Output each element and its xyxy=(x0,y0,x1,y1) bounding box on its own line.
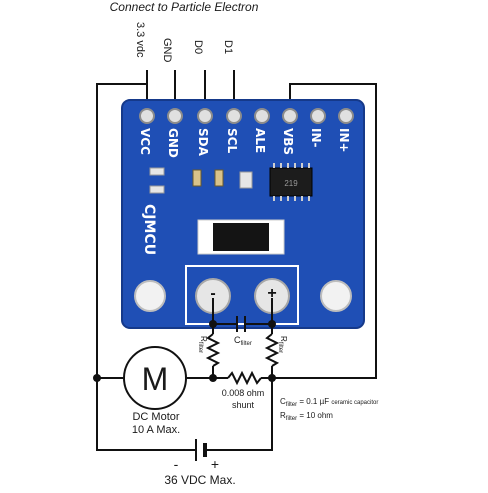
smd-resistor-1 xyxy=(149,167,165,176)
ina219-board: VCC GND SDA SCL ALE VBS IN- IN+ CJMCU xyxy=(121,99,365,329)
rfilter-left-label: Rfilter xyxy=(197,336,208,353)
smd-resistor-2 xyxy=(149,185,165,194)
battery-minus-label: - xyxy=(174,456,179,472)
silk-in-plus: IN+ xyxy=(337,128,351,153)
junction-motor-rail xyxy=(93,374,101,382)
motor-name: DC Motor xyxy=(132,411,179,423)
mounting-hole-right xyxy=(320,280,352,312)
top-wires xyxy=(96,70,377,451)
smd-components: 219 xyxy=(149,163,313,255)
rfilter-right-label: Rfilter xyxy=(277,336,288,353)
silk-gnd: GND xyxy=(166,128,180,158)
silk-sda: SDA xyxy=(196,128,210,157)
header-pin-in-plus xyxy=(338,108,354,124)
battery-plus-label: + xyxy=(211,456,219,472)
chip-leads xyxy=(273,163,310,201)
terminal-block-outline xyxy=(185,265,299,325)
terminal-minus-label: - xyxy=(210,285,215,302)
silk-vbs: VBS xyxy=(281,128,295,155)
motor-rating: 10 A Max. xyxy=(132,424,180,436)
header-pin-in-minus xyxy=(310,108,326,124)
battery-rating: 36 VDC Max. xyxy=(164,473,235,487)
silk-in-minus: IN- xyxy=(309,128,323,148)
note-resistor: Rfilter = 10 ohm xyxy=(280,411,333,422)
smd-cap-2 xyxy=(214,169,224,187)
silkscreen-labels: VCC GND SDA SCL ALE VBS IN- IN+ CJMCU xyxy=(138,128,351,255)
smd-resistor-3 xyxy=(239,171,253,189)
smd-cap-1 xyxy=(192,169,202,187)
wire-left-rail xyxy=(96,83,175,451)
header-pin-sda xyxy=(197,108,213,124)
shunt-resistor xyxy=(227,370,262,386)
silk-vcc: VCC xyxy=(138,128,152,155)
silk-ale: ALE xyxy=(253,128,267,153)
junction-cap-left xyxy=(209,320,217,328)
battery-plate-short xyxy=(203,443,207,457)
diagram-title: Connect to Particle Electron xyxy=(110,0,259,14)
header-pin-gnd xyxy=(167,108,183,124)
dc-motor: M DC Motor 10 A Max. xyxy=(123,346,187,436)
motor-symbol xyxy=(123,346,187,410)
shunt-value: 0.008 ohm xyxy=(222,388,265,398)
note-capacitor: Cfilter = 0.1 µF ceramic capacitor xyxy=(280,397,378,408)
pin-label-d0: D0 xyxy=(192,40,204,54)
wire-vbus-rail xyxy=(276,83,377,379)
header-pin-scl xyxy=(226,108,242,124)
wire-battery-plus xyxy=(212,378,273,451)
header-pin-vbs xyxy=(282,108,298,124)
ina219-chip xyxy=(269,167,313,197)
top-pin-labels: 3.3 vdc GND D0 D1 xyxy=(134,22,234,63)
pin-label-gnd: GND xyxy=(161,38,173,63)
junction-dots xyxy=(93,320,276,382)
battery: - + 36 VDC Max. xyxy=(164,439,236,487)
silk-scl: SCL xyxy=(225,128,239,153)
header-pin-vcc xyxy=(139,108,155,124)
pin-label-d1: D1 xyxy=(222,40,234,54)
pin-label-3v3: 3.3 vdc xyxy=(134,22,146,58)
board-shunt-element xyxy=(213,223,269,251)
chip-marking: 219 xyxy=(284,179,298,188)
junction-shunt-right xyxy=(268,374,276,382)
cap-filter-label: Cfilter xyxy=(234,335,252,347)
motor-letter: M xyxy=(142,361,169,397)
pcb-body xyxy=(121,99,365,329)
resistor-filter-right xyxy=(264,333,280,367)
header-pins xyxy=(139,108,354,124)
shunt-label: shunt xyxy=(232,400,255,410)
resistor-filter-left xyxy=(205,333,221,367)
mounting-hole-left xyxy=(134,280,166,312)
header-pin-ale xyxy=(254,108,270,124)
junction-cap-right xyxy=(268,320,276,328)
junction-shunt-left xyxy=(209,374,217,382)
silk-brand: CJMCU xyxy=(141,204,157,255)
terminal-plus-label: + xyxy=(267,285,276,302)
